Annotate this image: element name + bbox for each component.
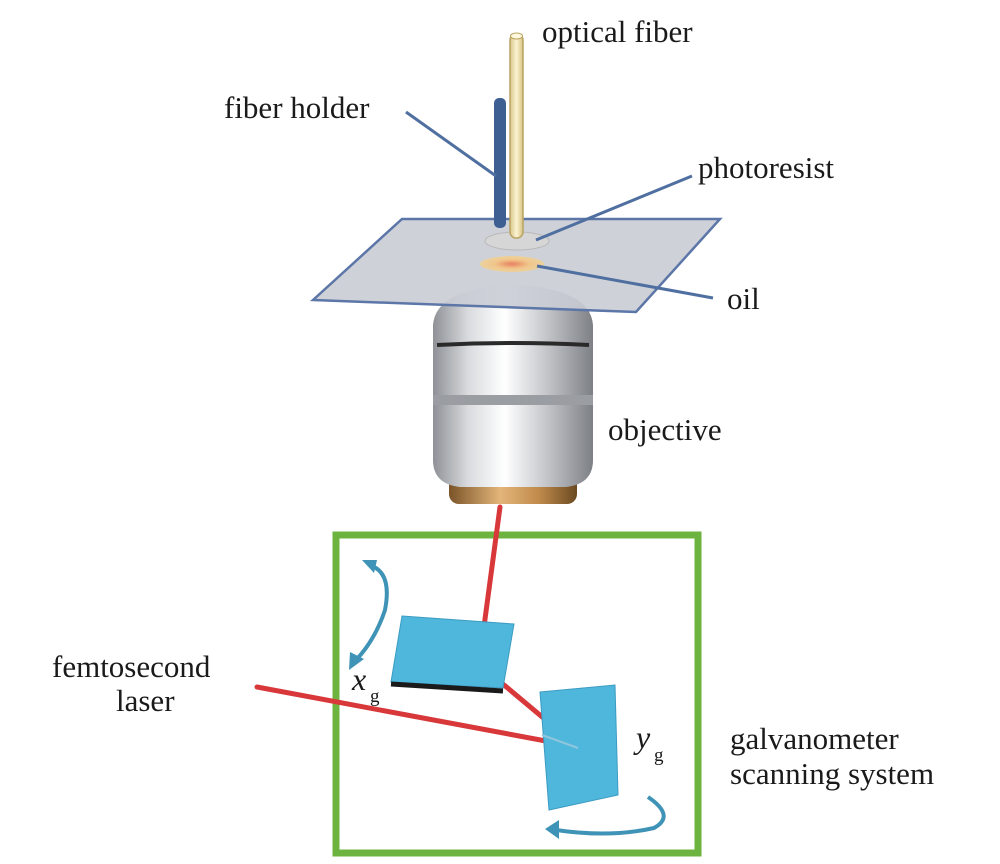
galvanometer-scanner-box — [332, 531, 702, 857]
photoresist-label: photoresist — [698, 150, 834, 185]
galvanometer-label-line2: scanning system — [730, 756, 934, 791]
y-rotation-arrow-icon — [545, 795, 666, 839]
xg-variable: x — [351, 661, 366, 697]
fiber-holder-label: fiber holder — [224, 90, 370, 125]
oil-droplet — [480, 256, 544, 272]
objective-lens — [433, 285, 593, 504]
objective-upper-body — [433, 285, 593, 395]
objective-lower-body — [433, 398, 593, 487]
x-galvo-mirror — [390, 615, 515, 694]
yg-variable: y — [633, 719, 651, 755]
optical-fiber — [509, 32, 524, 239]
fiber-holder — [494, 98, 506, 228]
yg-subscript: g — [654, 745, 664, 766]
objective-step-ring — [433, 393, 593, 405]
objective-groove — [436, 341, 590, 347]
xg-axis-label: x g — [351, 661, 380, 707]
oil-label: oil — [727, 281, 760, 316]
objective-label: objective — [608, 412, 722, 447]
photoresist-leader — [535, 174, 693, 242]
y-galvo-mirror — [539, 684, 619, 811]
oil-leader — [536, 264, 714, 300]
galvanometer-label-line1: galvanometer — [730, 721, 899, 756]
laser-beam — [254, 504, 587, 752]
femtosecond-laser-label-line2: laser — [116, 683, 175, 718]
optical-fiber-label: optical fiber — [542, 14, 693, 49]
femtosecond-laser-label-line1: femtosecond — [52, 649, 211, 684]
fiber-holder-leader — [405, 110, 497, 178]
xg-subscript: g — [370, 686, 380, 707]
yg-axis-label: y g — [633, 719, 664, 766]
x-rotation-arrow-icon — [349, 560, 389, 670]
